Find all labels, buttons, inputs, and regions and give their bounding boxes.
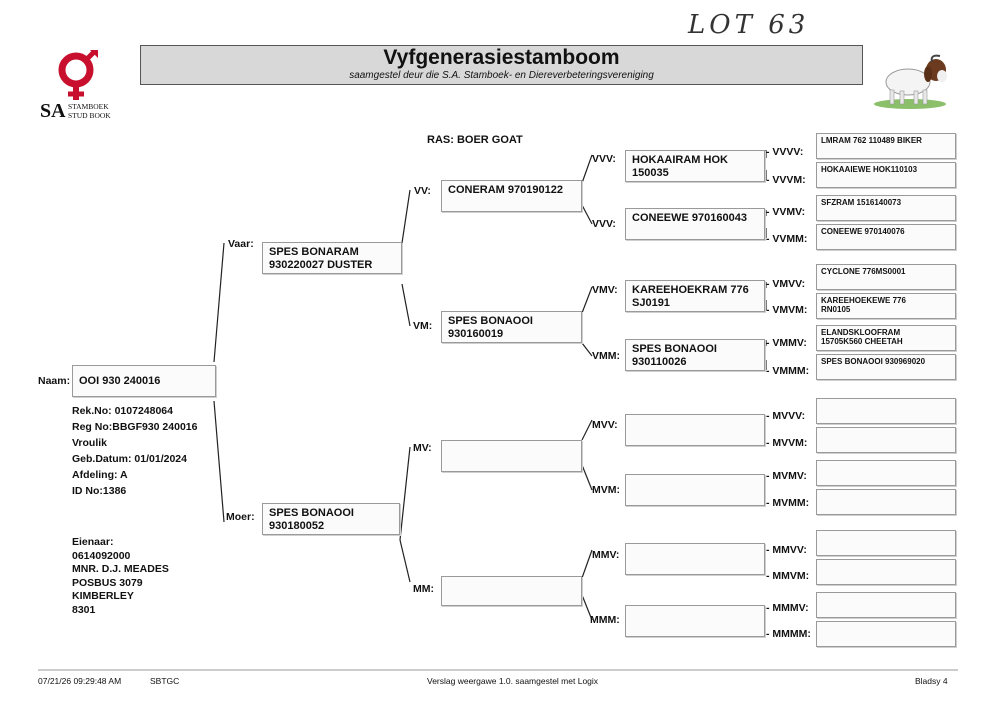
mvvm-box <box>816 427 956 453</box>
breed-label: RAS: BOER GOAT <box>427 134 523 146</box>
mmvm-label: - MMVM: <box>766 570 810 582</box>
mmvm-box <box>816 559 956 585</box>
owner-details: Eienaar: 0614092000 MNR. D.J. MEADES POS… <box>72 536 169 617</box>
mvmv-box <box>816 460 956 486</box>
vmm-label: VMM: <box>592 350 620 362</box>
vv-label: VV: <box>414 185 431 197</box>
vaar-label: Vaar: <box>228 238 254 250</box>
mmmm-label: - MMMM: <box>766 628 811 640</box>
logo-stamboek-text: STAMBOEK <box>68 102 109 111</box>
mmmv-label: - MMMV: <box>766 602 809 614</box>
header-banner: Vyfgenerasiestamboom saamgestel deur die… <box>140 45 863 85</box>
vvmv-label: - VVMV: <box>766 206 806 218</box>
footer-page-number: Bladsy 4 <box>915 676 948 686</box>
mm-box <box>441 576 582 606</box>
boer-goat-illustration <box>870 52 956 112</box>
mmmv-box <box>816 592 956 618</box>
vmmm-box: SPES BONAOOI 930969020 <box>816 354 956 380</box>
vmvm-label: - VMVM: <box>766 304 808 316</box>
vvvv-box: LMRAM 762 110489 BIKER <box>816 133 956 159</box>
vmvv-box: CYCLONE 776MS0001 <box>816 264 956 290</box>
mmm-box <box>625 605 765 637</box>
vvmm-box: CONEEWE 970140076 <box>816 224 956 250</box>
vmm-box: SPES BONAOOI 930110026 <box>625 339 765 371</box>
owner-number: 0614092000 <box>72 549 131 562</box>
animal-section: Afdeling: A <box>72 469 128 481</box>
moer-label: Moer: <box>226 511 255 523</box>
animal-id-no: ID No:1386 <box>72 485 127 497</box>
vaar-box: SPES BONARAM 930220027 DUSTER <box>262 242 402 274</box>
vvvv-label: - VVVV: <box>766 146 804 158</box>
animal-name-box: OOI 930 240016 <box>72 365 216 397</box>
logo-studbook-text: STUD BOOK <box>68 111 111 120</box>
mvmm-label: - MVMM: <box>766 497 810 509</box>
mmm-label: MMM: <box>590 614 620 626</box>
vmmv-label: - VMMV: <box>766 337 807 349</box>
vvv-box: HOKAAIRAM HOK 150035 <box>625 150 765 182</box>
sa-studbook-logo: SA STAMBOEK STUD BOOK <box>40 50 120 122</box>
animal-name-label: Naam: <box>38 375 71 387</box>
mvm-label: MVM: <box>592 484 620 496</box>
mmvv-label: - MMVV: <box>766 544 807 556</box>
handwritten-lot-note: LOT 63 <box>688 10 810 40</box>
vmvv-label: - VMVV: <box>766 278 806 290</box>
vmmv-box: ELANDSKLOOFRAM 15705K560 CHEETAH <box>816 325 956 351</box>
mvvv-label: - MVVV: <box>766 410 806 422</box>
mvmv-label: - MVMV: <box>766 470 807 482</box>
mmv-label: MMV: <box>592 549 620 561</box>
vmvm-box: KAREEHOEKEWE 776 RN0105 <box>816 293 956 319</box>
page-subtitle: saamgestel deur die S.A. Stamboek- en Di… <box>349 70 654 81</box>
footer-version: Verslag weergawe 1.0. saamgestel met Log… <box>427 676 599 686</box>
vmv-label: VMV: <box>592 284 618 296</box>
logo-sa-text: SA <box>40 100 66 122</box>
vm-label: VM: <box>413 320 433 332</box>
vmmm-label: - VMMM: <box>766 365 810 377</box>
mvmm-box <box>816 489 956 515</box>
animal-birth-date: Geb.Datum: 01/01/2024 <box>72 453 187 465</box>
animal-reg-no: Reg No:BBGF930 240016 <box>72 421 198 433</box>
animal-sex: Vroulik <box>72 437 108 449</box>
owner-label: Eienaar: <box>72 536 114 548</box>
mvv-label: MVV: <box>592 419 618 431</box>
mvv-box <box>625 414 765 446</box>
mm-label: MM: <box>413 583 434 595</box>
mvm-box <box>625 474 765 506</box>
mmv-box <box>625 543 765 575</box>
vvm-box: CONEEWE 970160043 <box>625 208 765 240</box>
vmv-box: KAREEHOEKRAM 776 SJ0191 <box>625 280 765 312</box>
mvvm-label: - MVVM: <box>766 437 808 449</box>
footer-code: SBTGC <box>150 676 180 686</box>
animal-details: Rek.No: 0107248064 Reg No:BBGF930 240016… <box>72 403 197 499</box>
animal-rek-no: Rek.No: 0107248064 <box>72 405 173 417</box>
owner-postcode: 8301 <box>72 603 96 616</box>
owner-city: KIMBERLEY <box>72 590 134 602</box>
vv-box: CONERAM 970190122 <box>441 180 582 212</box>
vvvm-box: HOKAAIEWE HOK110103 <box>816 162 956 188</box>
vvmv-box: SFZRAM 1516140073 <box>816 195 956 221</box>
goat-icon <box>874 54 947 109</box>
vvv-label: VVV: <box>592 153 616 165</box>
owner-name: MNR. D.J. MEADES <box>72 563 169 575</box>
footer-timestamp: 07/21/26 09:29:48 AM <box>38 676 122 686</box>
page-title: Vyfgenerasiestamboom <box>383 46 620 69</box>
owner-postbox: POSBUS 3079 <box>72 576 143 589</box>
studbook-emblem-icon <box>58 50 98 100</box>
mv-box <box>441 440 582 472</box>
mv-label: MV: <box>413 442 432 454</box>
moer-box: SPES BONAOOI 930180052 <box>262 503 400 535</box>
mvvv-box <box>816 398 956 424</box>
mmmm-box <box>816 621 956 647</box>
vvm-label: VVV: <box>592 218 616 230</box>
vm-box: SPES BONAOOI 930160019 <box>441 311 582 343</box>
vvmm-label: - VVMM: <box>766 233 808 245</box>
mmvv-box <box>816 530 956 556</box>
vvvm-label: - VVVM: <box>766 174 806 186</box>
